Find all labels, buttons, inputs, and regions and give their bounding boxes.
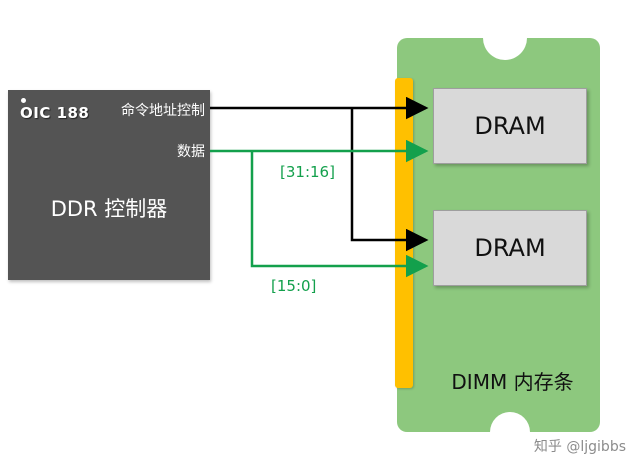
controller-logo: OIC 188	[20, 104, 90, 122]
dram-chip-upper-label: DRAM	[474, 112, 546, 140]
logo-dot-icon	[21, 98, 26, 103]
controller-title: DDR 控制器	[50, 197, 168, 221]
port-label-data: 数据	[177, 144, 205, 160]
dimm-title: DIMM 内存条	[451, 370, 574, 394]
ddr-controller-box: OIC 188 命令地址控制 数据 DDR 控制器	[8, 90, 210, 280]
watermark: 知乎 @ljgibbs	[533, 439, 626, 455]
port-label-cmd-addr-ctrl: 命令地址控制	[121, 103, 205, 119]
dimm-bottom-notch	[490, 412, 530, 452]
dram-chip-upper: DRAM	[433, 88, 587, 164]
dram-chip-lower: DRAM	[433, 210, 587, 286]
bus-range-upper: [31:16]	[280, 163, 335, 181]
dram-chip-lower-label: DRAM	[474, 234, 546, 262]
bus-range-lower: [15:0]	[271, 277, 317, 295]
dimm-connector-bar	[395, 78, 413, 388]
dimm-top-notch	[483, 16, 527, 60]
